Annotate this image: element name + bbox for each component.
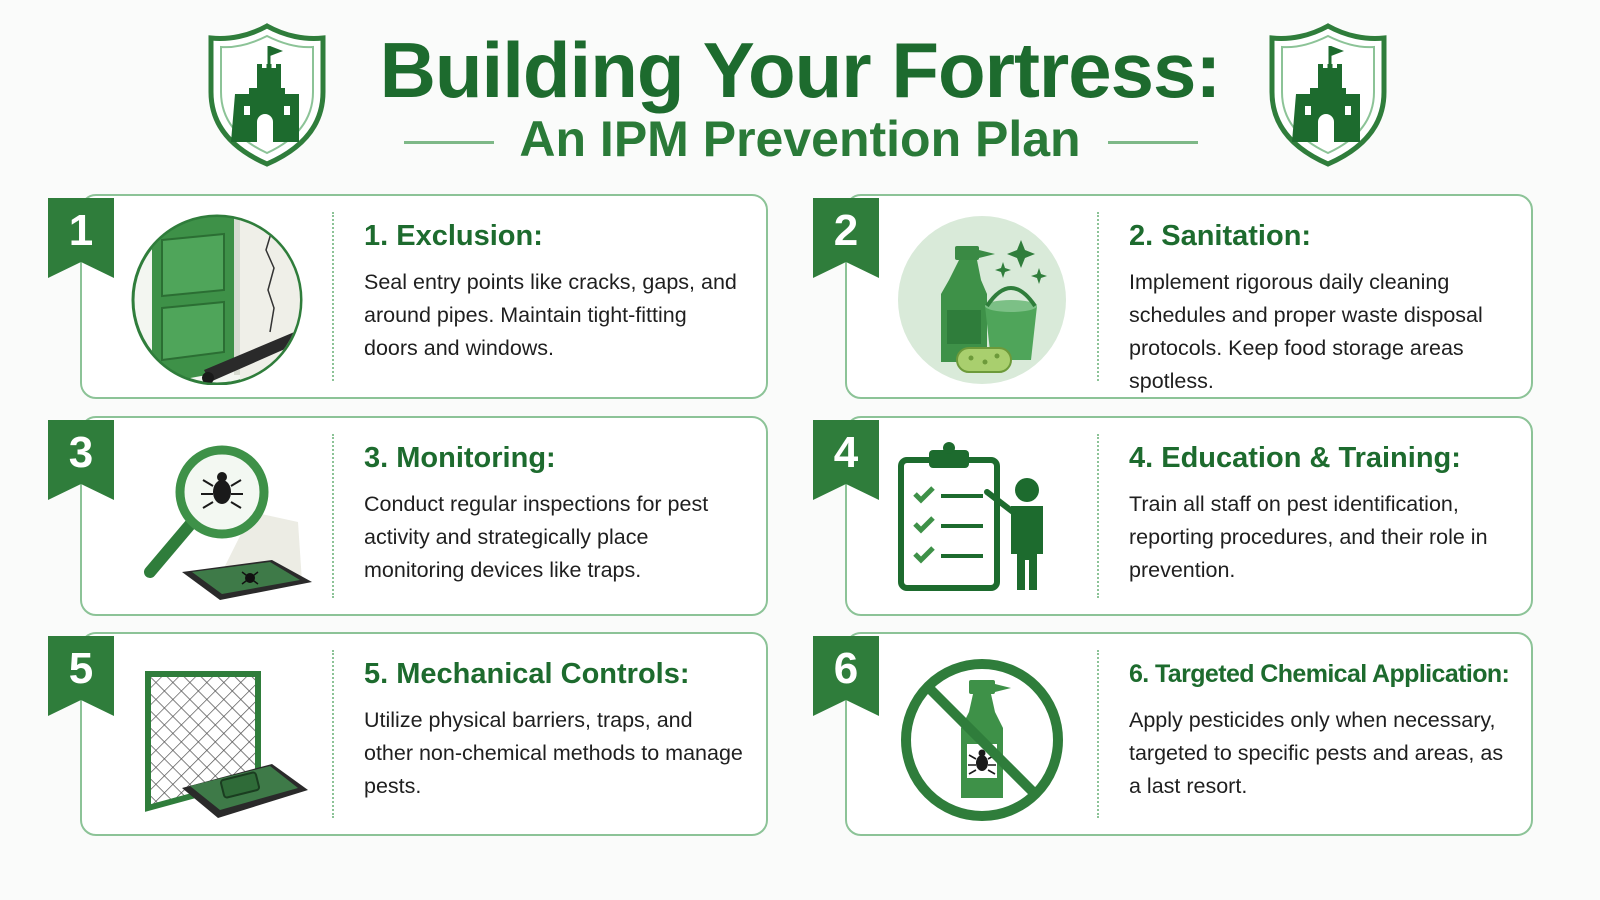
page-title: Building Your Fortress: bbox=[379, 26, 1222, 114]
step-description: Implement rigorous daily cleaning schedu… bbox=[1129, 270, 1483, 393]
step-number: 6 bbox=[833, 644, 859, 693]
card-divider bbox=[1097, 212, 1099, 381]
step-description: Train all staff on pest identification, … bbox=[1129, 492, 1488, 582]
step-card-chemical: 6 6. Targeted Chemical Application: Appl… bbox=[845, 632, 1533, 836]
step-description: Conduct regular inspections for pest act… bbox=[364, 492, 709, 582]
step-card-mechanical: 5 5. Mechanical Controls: Utilize physic… bbox=[80, 632, 768, 836]
step-number: 5 bbox=[68, 644, 94, 693]
step-title: 2. Sanitation: bbox=[1129, 220, 1312, 252]
step-number: 2 bbox=[833, 206, 859, 255]
step-title: 5. Mechanical Controls: bbox=[364, 658, 690, 690]
step-card-monitoring: 3 3. Monitoring: Conduct regular inspect… bbox=[80, 416, 768, 616]
step-description: Apply pesticides only when necessary, ta… bbox=[1129, 708, 1504, 798]
step-card-education: 4 4. Education & Training: Train all sta… bbox=[845, 416, 1533, 616]
step-number: 3 bbox=[68, 428, 94, 477]
card-divider bbox=[1097, 650, 1099, 818]
cleaning-supplies-icon bbox=[898, 216, 1066, 384]
no-spray-icon bbox=[901, 659, 1063, 821]
subtitle-rule-left bbox=[404, 141, 494, 144]
checklist-trainer-icon bbox=[898, 442, 1043, 591]
step-title: 3. Monitoring: bbox=[364, 442, 556, 474]
mesh-barrier-trap-icon bbox=[145, 671, 308, 818]
step-title: 1. Exclusion: bbox=[364, 220, 543, 252]
step-description: Utilize physical barriers, traps, and ot… bbox=[364, 708, 743, 798]
subtitle-rule-right bbox=[1108, 141, 1198, 144]
step-number: 1 bbox=[68, 206, 94, 255]
step-title: 6. Targeted Chemical Application: bbox=[1129, 660, 1510, 688]
card-divider bbox=[332, 650, 334, 818]
step-title: 4. Education & Training: bbox=[1129, 442, 1461, 474]
magnifier-trap-icon bbox=[144, 445, 312, 600]
header: Building Your Fortress: An IPM Preventio… bbox=[0, 0, 1600, 180]
page-subtitle: An IPM Prevention Plan bbox=[519, 111, 1081, 167]
card-divider bbox=[332, 434, 334, 598]
step-card-exclusion: 1 1. Exclusion: Seal entry points like c… bbox=[80, 194, 768, 399]
step-number: 4 bbox=[833, 428, 859, 477]
step-card-sanitation: 2 2. Sanitation: Implement rigorous dail… bbox=[845, 194, 1533, 399]
step-description: Seal entry points like cracks, gaps, and… bbox=[364, 270, 737, 360]
card-divider bbox=[1097, 434, 1099, 598]
door-sweep-icon bbox=[131, 214, 303, 385]
card-divider bbox=[332, 212, 334, 381]
